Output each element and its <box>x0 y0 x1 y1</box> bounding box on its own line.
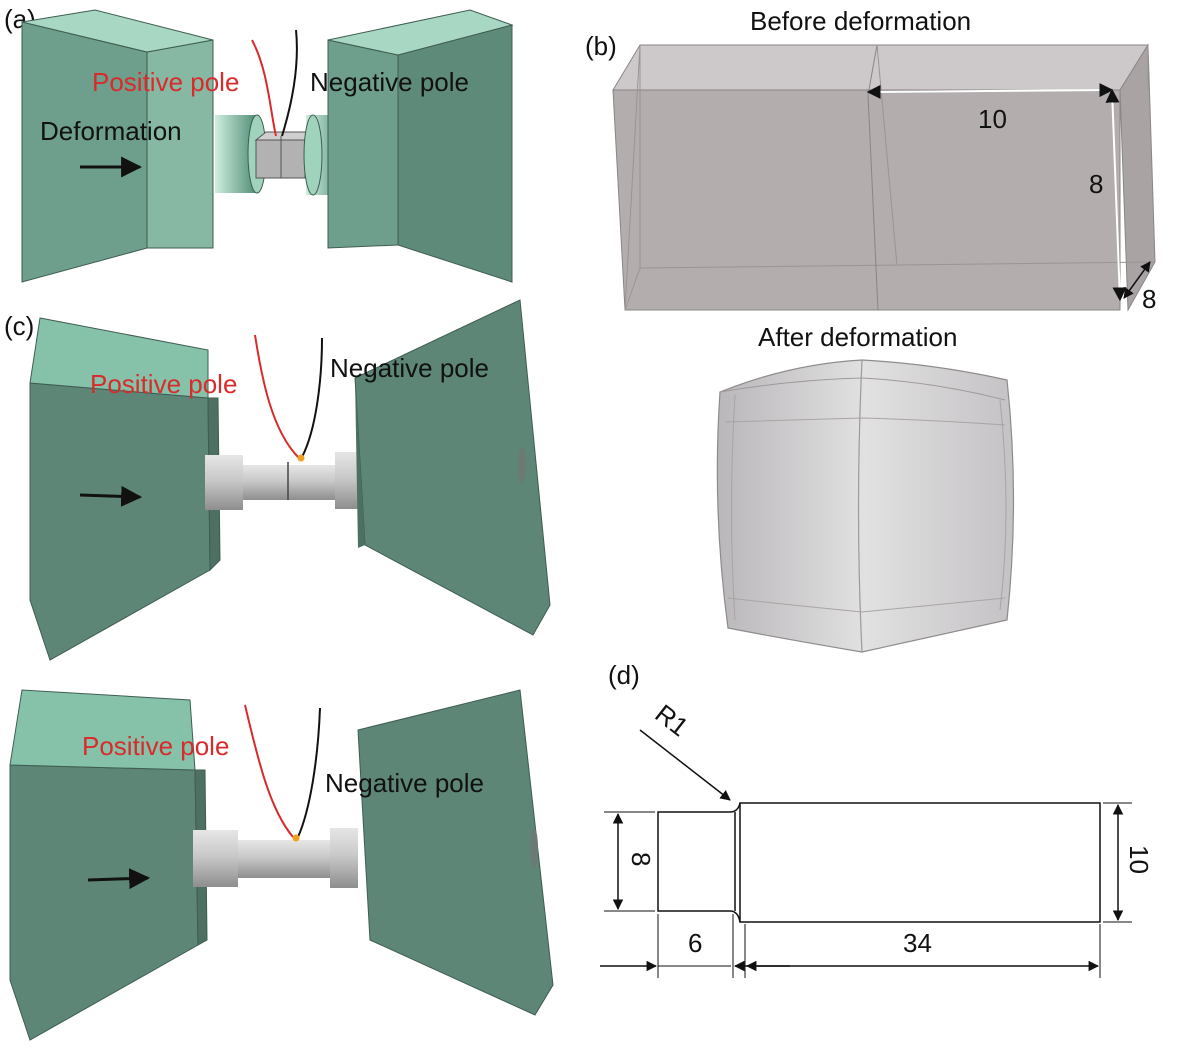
panel-b: (b) Before deformation 10 8 8 After defo… <box>585 6 1156 653</box>
panel-d: (d) R1 8 10 6 34 <box>600 660 1154 978</box>
after-deformation-title: After deformation <box>758 322 957 352</box>
right-die <box>327 9 514 283</box>
positive-wire-a <box>251 39 277 137</box>
dim-length-label: 10 <box>978 104 1007 134</box>
assembly-top: Positive pole Negative pole <box>29 299 551 661</box>
left-punch <box>215 114 267 194</box>
deformation-label: Deformation <box>40 116 182 146</box>
panel-c: (c) Positive pole Negative pole <box>4 299 554 1041</box>
specimen-a <box>254 131 314 179</box>
left-die <box>21 9 214 283</box>
assembly-bottom: Positive pole Negative pole <box>9 689 554 1041</box>
radius-label: R1 <box>650 698 695 742</box>
dim-arrow-depth <box>1123 261 1151 299</box>
dim-depth-label: 8 <box>1142 284 1156 314</box>
dim-large-length-label: 34 <box>903 928 932 958</box>
weld-point-bottom <box>292 834 300 842</box>
positive-pole-label: Positive pole <box>92 67 239 97</box>
dim-large-diameter-label: 10 <box>1124 845 1154 874</box>
block-after <box>716 359 1015 653</box>
positive-pole-label-c-top: Positive pole <box>90 369 237 399</box>
negative-pole-label-c-bottom: Negative pole <box>325 768 484 798</box>
dim-arrow-length <box>866 83 1114 99</box>
specimen-drawing <box>657 802 1101 923</box>
dim-small-length-label: 6 <box>688 928 702 958</box>
push-arrow-bottom <box>87 868 151 890</box>
positive-wire-c-bottom <box>244 704 294 838</box>
negative-pole-label: Negative pole <box>310 67 469 97</box>
positive-wire-c-top <box>254 334 299 458</box>
panel-b-tag: (b) <box>585 31 617 61</box>
panel-a: (a) Positive po <box>4 4 514 283</box>
negative-wire-c-top <box>301 337 323 458</box>
block-before <box>612 43 1156 312</box>
positive-pole-label-c-bottom: Positive pole <box>82 731 229 761</box>
negative-pole-label-c-top: Negative pole <box>330 353 489 383</box>
panel-d-tag: (d) <box>608 660 640 690</box>
dim-arrow-height <box>1105 88 1127 302</box>
weld-point-top <box>297 454 305 462</box>
dim-height-label: 8 <box>1089 169 1103 199</box>
push-arrow-top <box>79 485 143 507</box>
panel-c-tag: (c) <box>4 311 34 341</box>
negative-wire-a <box>281 29 298 137</box>
before-deformation-title: Before deformation <box>750 6 971 36</box>
negative-wire-c-bottom <box>297 707 321 838</box>
radius-leader <box>639 729 731 801</box>
dim-small-diameter-label: 8 <box>626 852 656 866</box>
